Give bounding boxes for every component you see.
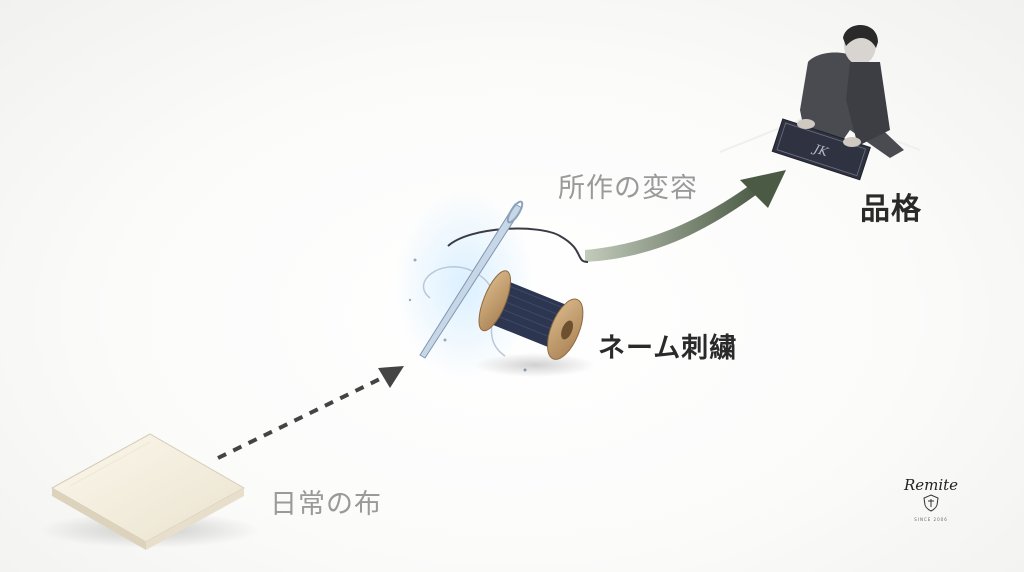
- logo-wordmark: Remite: [903, 476, 959, 494]
- label-dignity: 品格: [860, 192, 922, 227]
- crest-icon: [923, 494, 939, 512]
- label-name-embroidery: ネーム刺繍: [598, 333, 738, 364]
- curved-growth-arrow: [585, 170, 786, 262]
- remite-logo: Remite SINCE 2006: [896, 476, 966, 522]
- book-monogram: JK: [809, 141, 830, 160]
- needle-and-thread-icon: [395, 190, 589, 380]
- label-everyday-cloth: 日常の布: [270, 489, 382, 520]
- logo-since: SINCE 2006: [914, 517, 948, 522]
- label-behavior-change: 所作の変容: [558, 173, 698, 204]
- dashed-arrow: [217, 366, 404, 460]
- folded-cloth-icon: [40, 433, 260, 550]
- thread-spool-icon: [475, 270, 595, 377]
- person-with-book-icon: JK: [719, 24, 921, 181]
